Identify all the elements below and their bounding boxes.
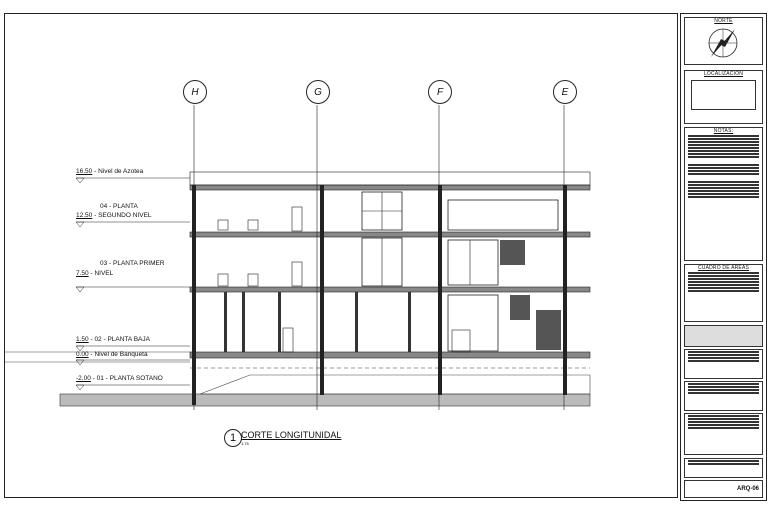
- drawing-sheet: [4, 13, 678, 498]
- level-primer-line1: 03 - PLANTA PRIMER: [100, 260, 165, 267]
- level-baja: 1.50 - 02 - PLANTA BAJA: [76, 336, 150, 343]
- grid-bubble-e: E: [553, 80, 577, 104]
- grid-bubble-f: F: [428, 80, 452, 104]
- level-sotano: -2.00 - 01 - PLANTA SOTANO: [76, 375, 163, 382]
- symbols-panel: [684, 381, 763, 411]
- grid-bubble-h: H: [183, 80, 207, 104]
- owner-panel: [684, 413, 763, 455]
- notes-text: [685, 135, 762, 198]
- grid-bubble-g: G: [306, 80, 330, 104]
- level-segundo: 12.50 - SEGUNDO NIVEL: [76, 212, 152, 219]
- compass-icon: [708, 28, 738, 58]
- location-label: LOCALIZACION: [703, 71, 744, 77]
- logo-panel: [684, 325, 763, 347]
- north-panel: NORTE: [684, 17, 763, 65]
- view-scale: 1:75: [241, 441, 249, 446]
- sheet-number: ARQ-06: [736, 486, 759, 492]
- view-title: CORTE LONGITUNIDAL: [241, 430, 342, 440]
- level-segundo-line1: 04 - PLANTA: [100, 203, 138, 210]
- project-panel: [684, 349, 763, 379]
- level-azotea: 16.50 - Nivel de Azotea: [76, 168, 144, 175]
- notes-panel: NOTAS:: [684, 127, 763, 261]
- location-panel: LOCALIZACION: [684, 70, 763, 124]
- areas-table: [685, 272, 762, 292]
- north-label: NORTE: [714, 18, 733, 24]
- level-banqueta: 0.00 - Nivel de Banqueta: [76, 351, 148, 358]
- level-primer: 7.50 - NIVEL: [76, 270, 114, 277]
- areas-label: CUADRO DE AREAS: [697, 265, 750, 271]
- sheet-number-panel: ARQ-06: [684, 480, 763, 498]
- view-title-number: 1: [224, 429, 242, 447]
- areas-panel: CUADRO DE AREAS: [684, 264, 763, 322]
- notes-label: NOTAS:: [713, 128, 734, 134]
- drawn-by-panel: [684, 458, 763, 478]
- title-block: NORTE LOCALIZACION NOTAS: CUADRO DE AREA…: [680, 13, 767, 501]
- location-map: [691, 80, 756, 110]
